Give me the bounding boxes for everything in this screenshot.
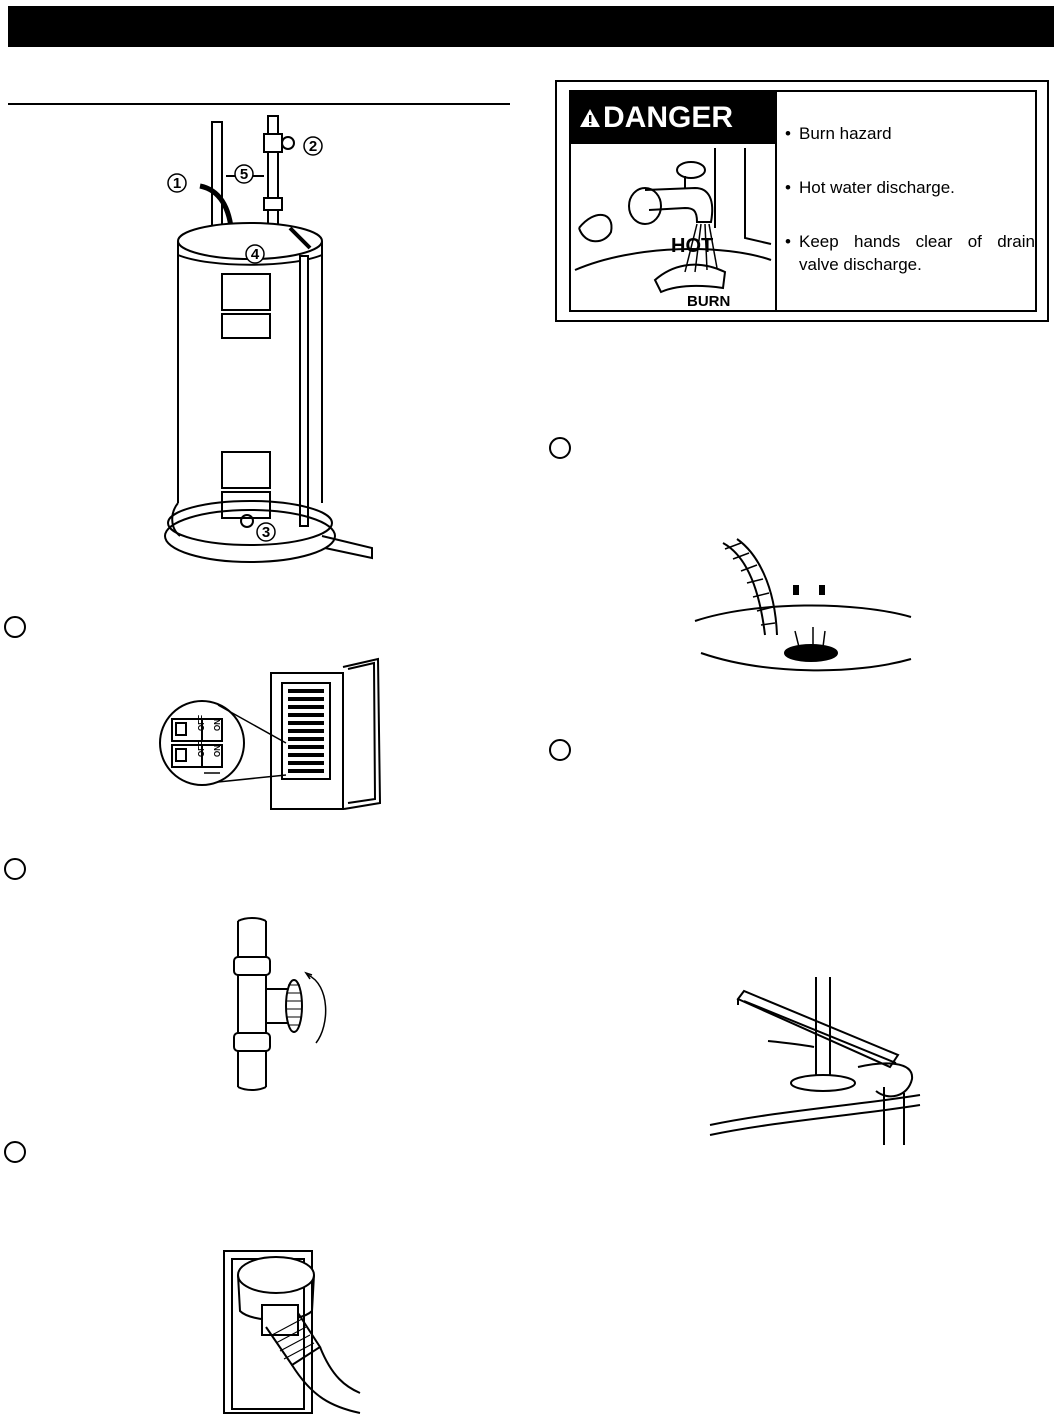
danger-label: DANGER HOT BURN • (555, 80, 1049, 322)
breaker-off-label-1: OFF (197, 715, 206, 731)
danger-bullet-text: Hot water discharge. (799, 178, 955, 197)
step-circle-2 (4, 858, 26, 880)
breaker-on-label-2: ON (213, 745, 222, 757)
step-circle-3 (4, 1141, 26, 1163)
callout-1: 1 (173, 175, 181, 192)
section-rule (8, 103, 510, 105)
danger-bullet-text: Keep hands clear of drain valve discharg… (799, 232, 1035, 274)
danger-bullet-item: • Keep hands clear of drain valve discha… (785, 230, 1035, 276)
header-bar (8, 6, 1054, 47)
danger-label-inner: DANGER HOT BURN • (569, 90, 1037, 312)
breaker-panel-illustration: OFF ON OFF ON (159, 657, 382, 810)
callout-4: 4 (251, 246, 260, 263)
danger-header-text: DANGER (603, 101, 734, 134)
water-heater-diagram: 1 2 3 4 5 (164, 115, 373, 563)
bullet-icon: • (785, 124, 791, 143)
callout-3: 3 (262, 524, 270, 541)
danger-header: DANGER (571, 92, 775, 144)
danger-bullet-item: • Burn hazard (785, 122, 1035, 145)
step-circle-4 (549, 437, 571, 459)
burn-hazard-illustration: HOT BURN (574, 148, 772, 310)
breaker-off-label-2: OFF (197, 741, 206, 757)
danger-divider (775, 92, 777, 310)
water-valve-illustration (233, 917, 327, 1091)
breaker-on-label-1: ON (213, 719, 222, 731)
hacksaw-pipe-illustration (709, 977, 921, 1145)
drain-valve-hose-illustration (223, 1250, 361, 1414)
danger-bullet-item: • Hot water discharge. (785, 176, 1035, 199)
callout-2: 2 (309, 138, 317, 155)
bullet-icon: • (785, 178, 791, 197)
step-circle-5 (549, 739, 571, 761)
danger-bullet-text: Burn hazard (799, 124, 892, 143)
step-circle-1 (4, 616, 26, 638)
callout-5: 5 (240, 166, 248, 183)
bullet-icon: • (785, 232, 791, 251)
hot-text: HOT (671, 235, 713, 257)
warning-triangle-icon (580, 109, 600, 127)
hose-drain-illustration (694, 538, 912, 672)
burn-text: BURN (687, 293, 730, 310)
